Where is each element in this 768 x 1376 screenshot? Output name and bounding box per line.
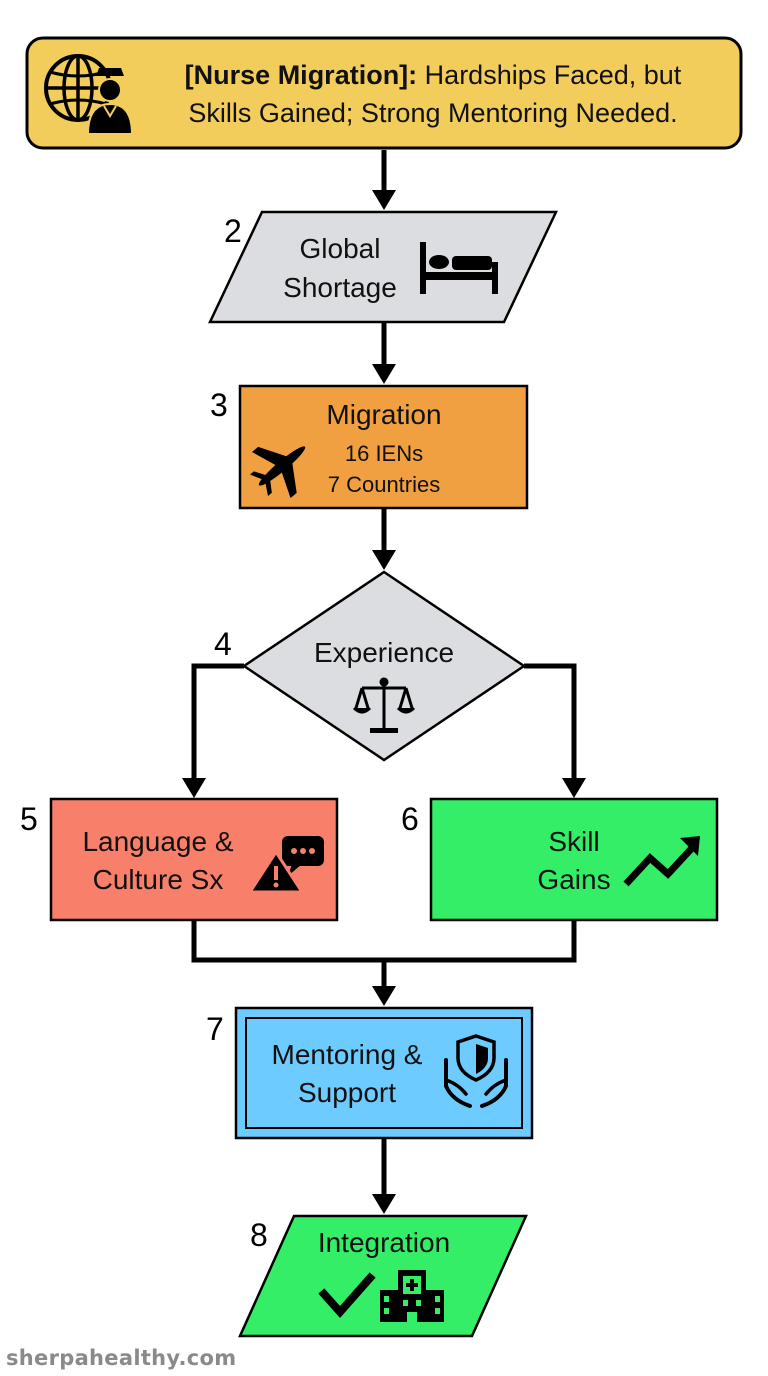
step-5-line2: Culture Sx [93,864,224,895]
step-4-number: 4 [214,626,232,662]
step-5-line1: Language & [82,826,233,857]
step-6-line2: Gains [537,864,610,895]
step-3-line2: 7 Countries [328,472,441,497]
step-3-number: 3 [210,387,228,423]
connectors [182,150,586,1214]
header-title-bold: [Nurse Migration]: [185,60,418,90]
step-2-line1: Global [300,233,381,264]
warning-chat-icon [248,836,324,894]
step-3-migration: 3 Migration 16 IENs 7 Countries [210,384,529,510]
step-2-line2: Shortage [283,272,397,303]
step-8-number: 8 [250,1217,268,1253]
header-box: [Nurse Migration]: Hardships Faced, but … [25,36,743,150]
step-4-experience: 4 Experience [214,570,527,762]
step-7-line2: Support [298,1077,396,1108]
check-hospital-icon [318,1270,444,1322]
step-6-number: 6 [401,801,419,837]
step-8-integration: 8 Integration [238,1214,528,1338]
merge-line [191,920,577,963]
scales-icon [352,677,416,733]
header-title-line2: Skills Gained; Strong Mentoring Needed. [188,98,677,128]
step-7-mentoring-support: 7 Mentoring & Support [206,1006,534,1140]
step-7-number: 7 [206,1011,224,1047]
step-8-title: Integration [318,1227,450,1258]
arrow-4-6 [524,663,577,780]
step-7-line1: Mentoring & [272,1039,423,1070]
step-5-number: 5 [20,801,38,837]
svg-text:[Nurse Migration]: Hardships F: [Nurse Migration]: Hardships Faced, but [185,60,682,90]
airplane-icon [250,446,306,498]
trending-up-icon [623,836,700,887]
header-title-rest: Hardships Faced, but [417,60,682,90]
bed-icon [420,242,498,294]
watermark: sherpahealthy.com [6,1346,237,1370]
step-2-number: 2 [224,213,242,249]
step-3-line1: 16 IENs [345,441,423,466]
step-5-language-culture: 5 Language & Culture Sx [20,797,339,922]
step-3-title: Migration [326,399,441,430]
arrow-4-5 [191,663,244,780]
step-6-line1: Skill [548,826,599,857]
shield-hands-icon [444,1034,508,1108]
step-2-global-shortage: 2 Global Shortage [208,210,558,324]
step-6-skill-gains: 6 Skill Gains [401,797,719,922]
step-4-title: Experience [314,637,454,668]
globe-nurse-icon [44,54,134,135]
